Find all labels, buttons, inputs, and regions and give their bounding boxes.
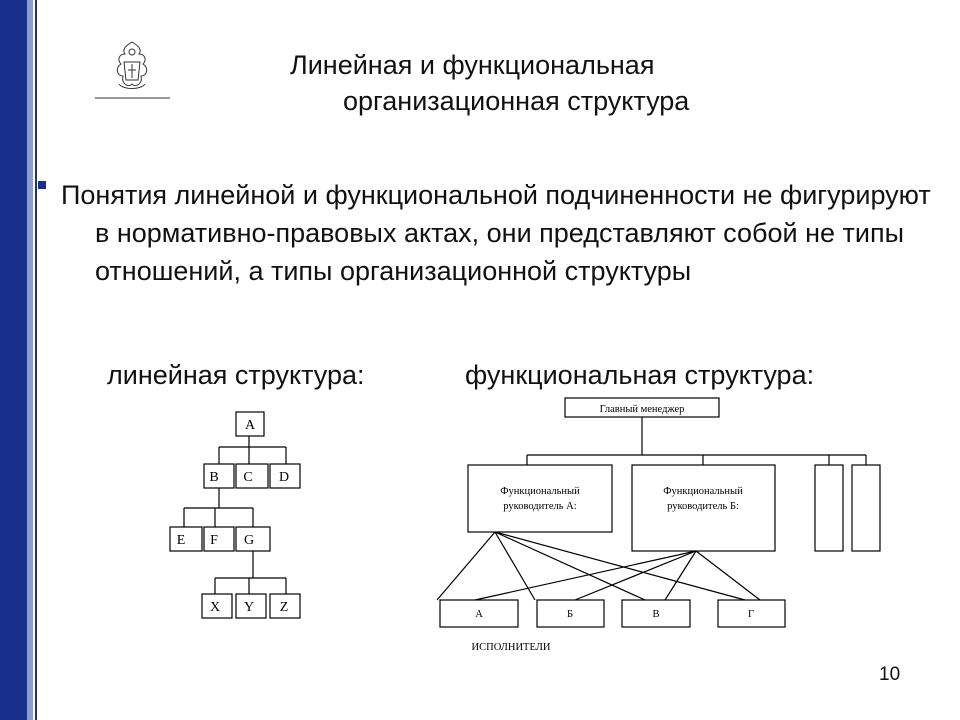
node-z: Z (280, 600, 289, 615)
left-border-line (35, 0, 37, 720)
node-e: E (177, 533, 186, 548)
functional-structure-label: функциональная структура: (465, 360, 815, 390)
executor-g: Г (748, 609, 754, 620)
node-g: G (244, 533, 254, 548)
emblem-logo (95, 41, 170, 99)
bullet-marker (38, 181, 46, 189)
node-b: B (209, 470, 218, 485)
page-number: 10 (879, 664, 901, 685)
body-paragraph: Понятия линейной и функциональной подчин… (61, 180, 931, 286)
node-d: D (279, 470, 289, 485)
top-manager-box: Главный менеджер (600, 404, 685, 415)
executors-caption: ИСПОЛНИТЕЛИ (472, 642, 551, 653)
executor-a: А (475, 609, 483, 620)
linear-structure-label: линейная структура: (107, 360, 365, 390)
left-border-band-inner (27, 0, 33, 720)
node-x: X (210, 600, 220, 615)
node-c: C (243, 470, 252, 485)
executor-b: Б (567, 609, 573, 620)
slide-title-line2: организационная структура (343, 86, 690, 116)
node-y: Y (244, 600, 254, 615)
left-border-band (0, 0, 27, 720)
node-a: A (245, 418, 256, 433)
node-f: F (210, 533, 218, 548)
executor-v: В (652, 609, 659, 620)
slide-title-line1: Линейная и функциональная (290, 50, 655, 80)
